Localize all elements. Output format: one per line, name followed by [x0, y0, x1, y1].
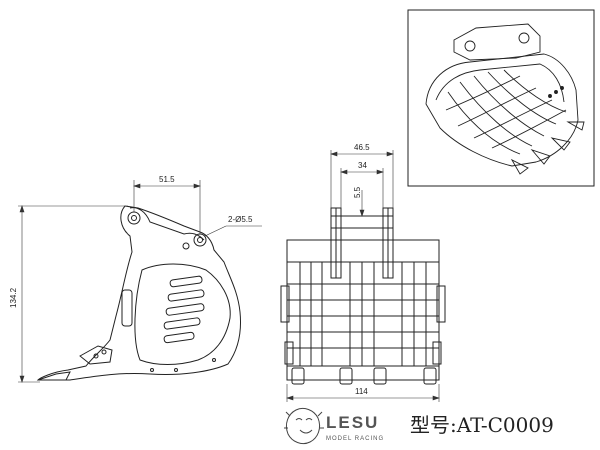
dim-side-height: 134.2 — [9, 287, 18, 308]
lion-emblem-icon — [284, 407, 324, 445]
dim-hole-callout: 2-Ø5.5 — [228, 215, 253, 224]
dim-side-top-width: 51.5 — [159, 175, 175, 184]
brand-name: LESU — [326, 413, 379, 432]
isometric-inset-frame — [407, 9, 595, 187]
front-view — [280, 207, 446, 385]
dim-bottom-width: 114 — [355, 387, 368, 396]
side-view — [36, 205, 241, 381]
dim-front-outer-width: 46.5 — [354, 143, 370, 152]
isometric-view — [425, 23, 585, 175]
dim-ear-offset: 5.5 — [353, 186, 362, 198]
front-view-dimensions — [286, 150, 440, 402]
dim-front-inner-width: 34 — [358, 161, 367, 170]
model-number: 型号:AT-C0009 — [410, 413, 554, 437]
side-view-dimensions — [18, 180, 262, 383]
brand-subtitle: MODEL RACING — [326, 436, 384, 442]
